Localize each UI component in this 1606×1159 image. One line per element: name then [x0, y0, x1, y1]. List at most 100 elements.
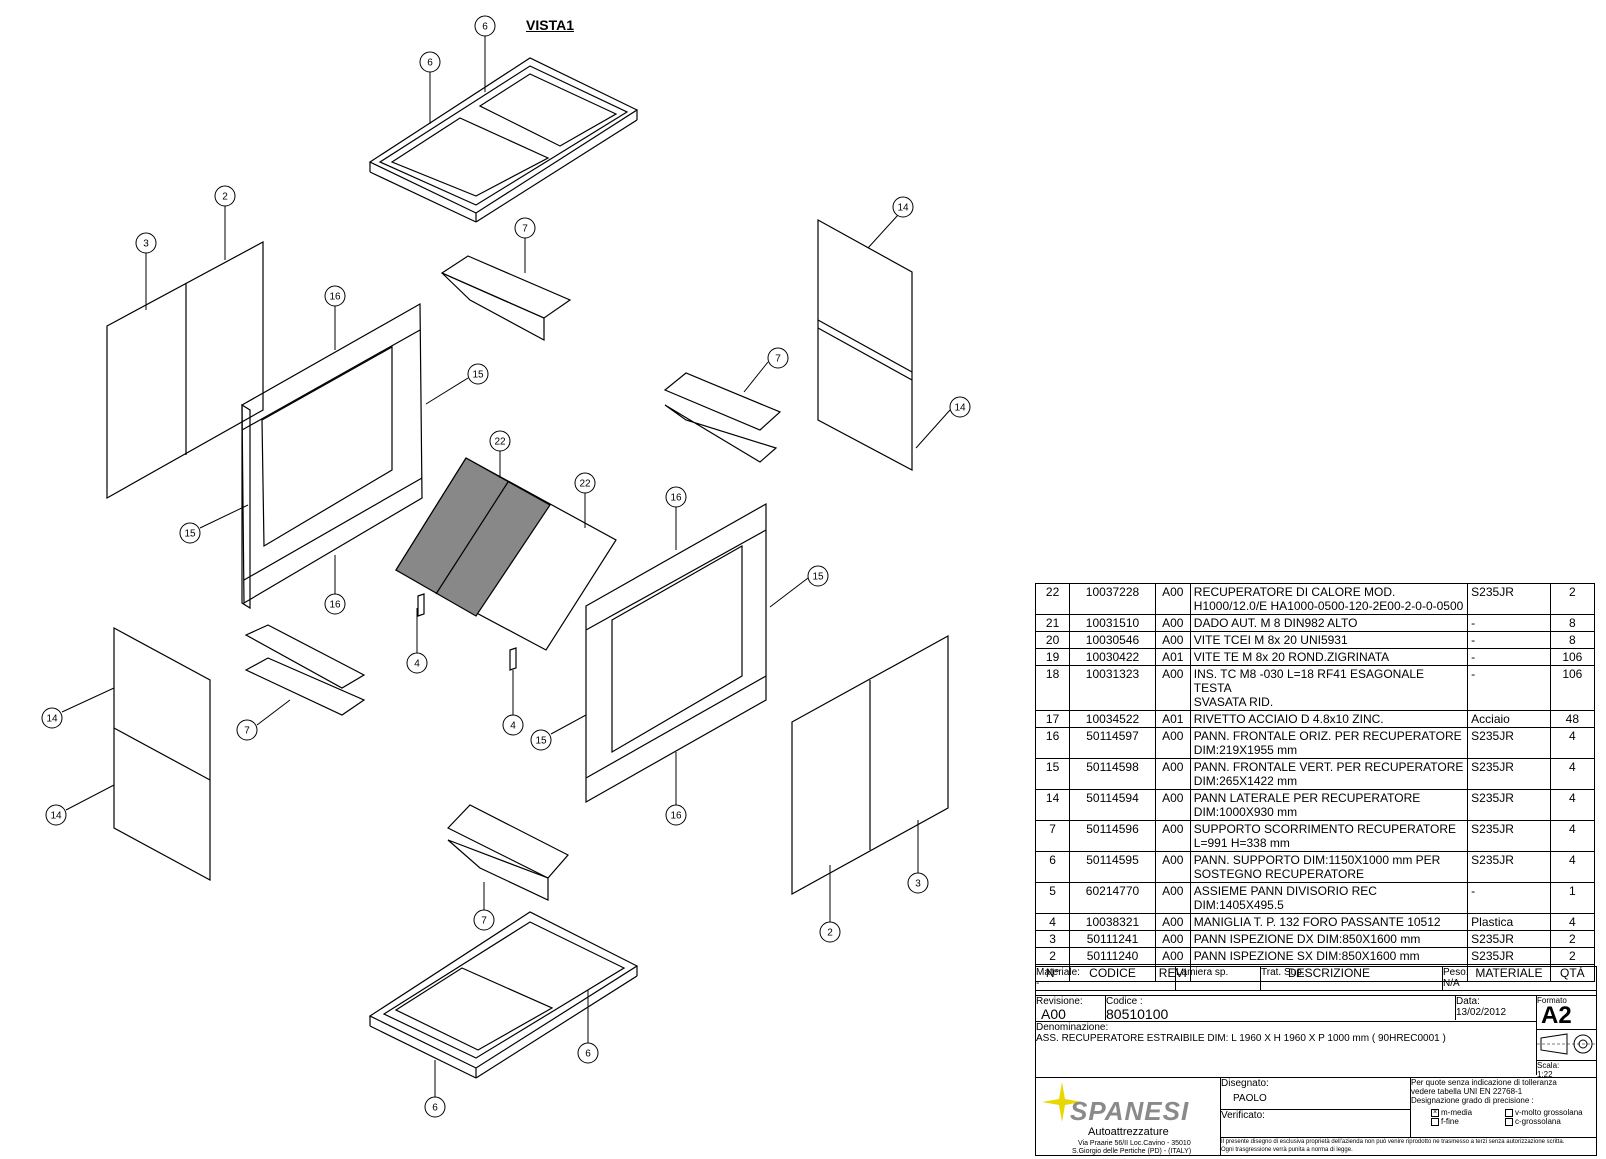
bom-code: 10031510 — [1069, 614, 1156, 632]
callout-bubble — [502, 714, 524, 736]
company-address-2: S.Giorgio delle Pertiche (PD) - (ITALY) — [1072, 1148, 1192, 1155]
option-coarse-label: c-grossolana — [1515, 1117, 1561, 1126]
bom-description-line-2: DIM:1000X930 mm — [1193, 805, 1298, 819]
callout-bubble — [135, 232, 157, 254]
bom-item-number: 21 — [1034, 614, 1071, 632]
scala-value: 1:22 — [1537, 1070, 1553, 1079]
revisione-cell: Revisione: A00 — [1036, 995, 1106, 1022]
bom-header-qty: QTÀ — [1549, 964, 1596, 982]
option-coarse: c-grossolana — [1505, 1117, 1561, 1126]
bom-revision: A01 — [1154, 710, 1191, 728]
callout-bubble — [324, 285, 346, 307]
materiale-cell: Materiale: - — [1036, 967, 1176, 991]
bom-header-n: N° — [1034, 964, 1071, 982]
option-medium: ×m-media — [1411, 1108, 1505, 1117]
company-subtitle: Autoattrezzature — [1088, 1126, 1169, 1138]
bom-material: S235JR — [1467, 947, 1551, 965]
bom-material: - — [1467, 631, 1551, 649]
bom-description-line-1: PANN. FRONTALE VERT. PER RECUPERATORE — [1193, 760, 1464, 774]
bom-description: RECUPERATORE DI CALORE MOD.H1000/12.0/E … — [1189, 583, 1469, 615]
callout-number: 6 — [585, 1049, 591, 1060]
callout-bubble — [419, 51, 441, 73]
bom-description-line-1: RIVETTO ACCIAIO D 4.8x10 ZINC. — [1193, 712, 1384, 726]
bom-code: 10038321 — [1069, 913, 1156, 931]
callout-number: 7 — [244, 726, 250, 737]
callout-bubble — [665, 804, 687, 826]
bom-revision: A00 — [1154, 882, 1191, 914]
bom-item-number: 2 — [1034, 947, 1071, 965]
bom-description: RIVETTO ACCIAIO D 4.8x10 ZINC. — [1189, 710, 1469, 728]
bom-code: 50114594 — [1069, 789, 1156, 821]
callout-number: 6 — [482, 22, 488, 33]
bom-description-line-2: H1000/12.0/E HA1000-0500-120-2E00-2-0-0-… — [1193, 599, 1464, 613]
verificato-label: Verificato: — [1221, 1110, 1265, 1121]
side-panel-left — [113, 626, 211, 882]
bom-revision: A00 — [1154, 583, 1191, 615]
legal-line-2: Ogni trasgressione verrà punita a norma … — [1221, 1147, 1353, 1153]
verificato-cell: Verificato: — [1221, 1109, 1411, 1137]
bom-description-line-2: DIM:265X1422 mm — [1193, 774, 1298, 788]
callout-number: 16 — [670, 493, 682, 504]
callout-leader — [867, 214, 899, 249]
option-fine: f-fine — [1411, 1117, 1505, 1126]
callout-bubble — [406, 652, 428, 674]
bom-code: 50114595 — [1069, 851, 1156, 883]
bom-description: PANN ISPEZIONE DX DIM:850X1600 mm — [1189, 930, 1469, 948]
company-logo: SPANESI — [1070, 1096, 1190, 1126]
bom-code: 50111240 — [1069, 947, 1156, 965]
handle-left — [417, 593, 425, 617]
callout-number: 22 — [579, 479, 591, 490]
bom-description-line-1: PANN ISPEZIONE DX DIM:850X1600 mm — [1193, 932, 1421, 946]
callout-leader — [915, 409, 951, 449]
callout-bubble — [892, 196, 914, 218]
bom-description-line-1: PANN. SUPPORTO DIM:1150X1000 mm PER — [1193, 853, 1441, 867]
callout-leader — [550, 714, 587, 735]
bom-description-line-1: VITE TCEI M 8x 20 UNI5931 — [1193, 633, 1348, 647]
formato-value: A2 — [1541, 1002, 1572, 1029]
bom-description-line-1: PANN ISPEZIONE SX DIM:850X1600 mm — [1193, 949, 1420, 963]
peso-label: Peso: — [1443, 967, 1469, 978]
sliding-support-right — [663, 372, 782, 463]
materiale-label: Materiale: — [1036, 967, 1080, 978]
lamiera-label: Lamiera sp. — [1176, 967, 1229, 978]
bom-revision: A00 — [1154, 665, 1191, 711]
scala-label: Scala: — [1537, 1061, 1560, 1070]
bom-quantity: 4 — [1549, 851, 1596, 883]
tolerance-line-3: Designazione grado di precisione : — [1411, 1096, 1534, 1105]
bom-description: VITE TE M 8x 20 ROND.ZIGRINATA — [1189, 648, 1469, 666]
materiale-value: - — [1036, 978, 1040, 989]
view-title: VISTA1 — [526, 17, 574, 33]
bom-material: S235JR — [1467, 930, 1551, 948]
data-value: 13/02/2012 — [1456, 1007, 1507, 1018]
callout-bubble — [665, 486, 687, 508]
legal-line-1: Il presente disegno di esclusiva proprie… — [1221, 1139, 1565, 1145]
callout-number: 14 — [46, 714, 58, 725]
bom-material: - — [1467, 648, 1551, 666]
exploded-view-svg: 6623716141572222141516161514447141516372… — [41, 15, 971, 1118]
callout-bubble — [949, 396, 971, 418]
bom-description: DADO AUT. M 8 DIN982 ALTO — [1189, 614, 1469, 632]
codice-cell: Codice : 80510100 — [1106, 995, 1456, 1022]
callout-number: 7 — [522, 224, 528, 235]
bom-description-line-1: VITE TE M 8x 20 ROND.ZIGRINATA — [1193, 650, 1390, 664]
bom-code: 10030546 — [1069, 631, 1156, 649]
bom-code: 60214770 — [1069, 882, 1156, 914]
bom-description-line-1: PANN. FRONTALE ORIZ. PER RECUPERATORE — [1193, 729, 1462, 743]
bom-header-rev: REVI — [1154, 964, 1191, 982]
bom-revision: A00 — [1154, 614, 1191, 632]
callout-bubble — [807, 565, 829, 587]
callout-leader — [61, 687, 115, 713]
bom-item-number: 4 — [1034, 913, 1071, 931]
callout-number: 6 — [432, 1103, 438, 1114]
bom-code: 10031323 — [1069, 665, 1156, 711]
bom-material: - — [1467, 882, 1551, 914]
